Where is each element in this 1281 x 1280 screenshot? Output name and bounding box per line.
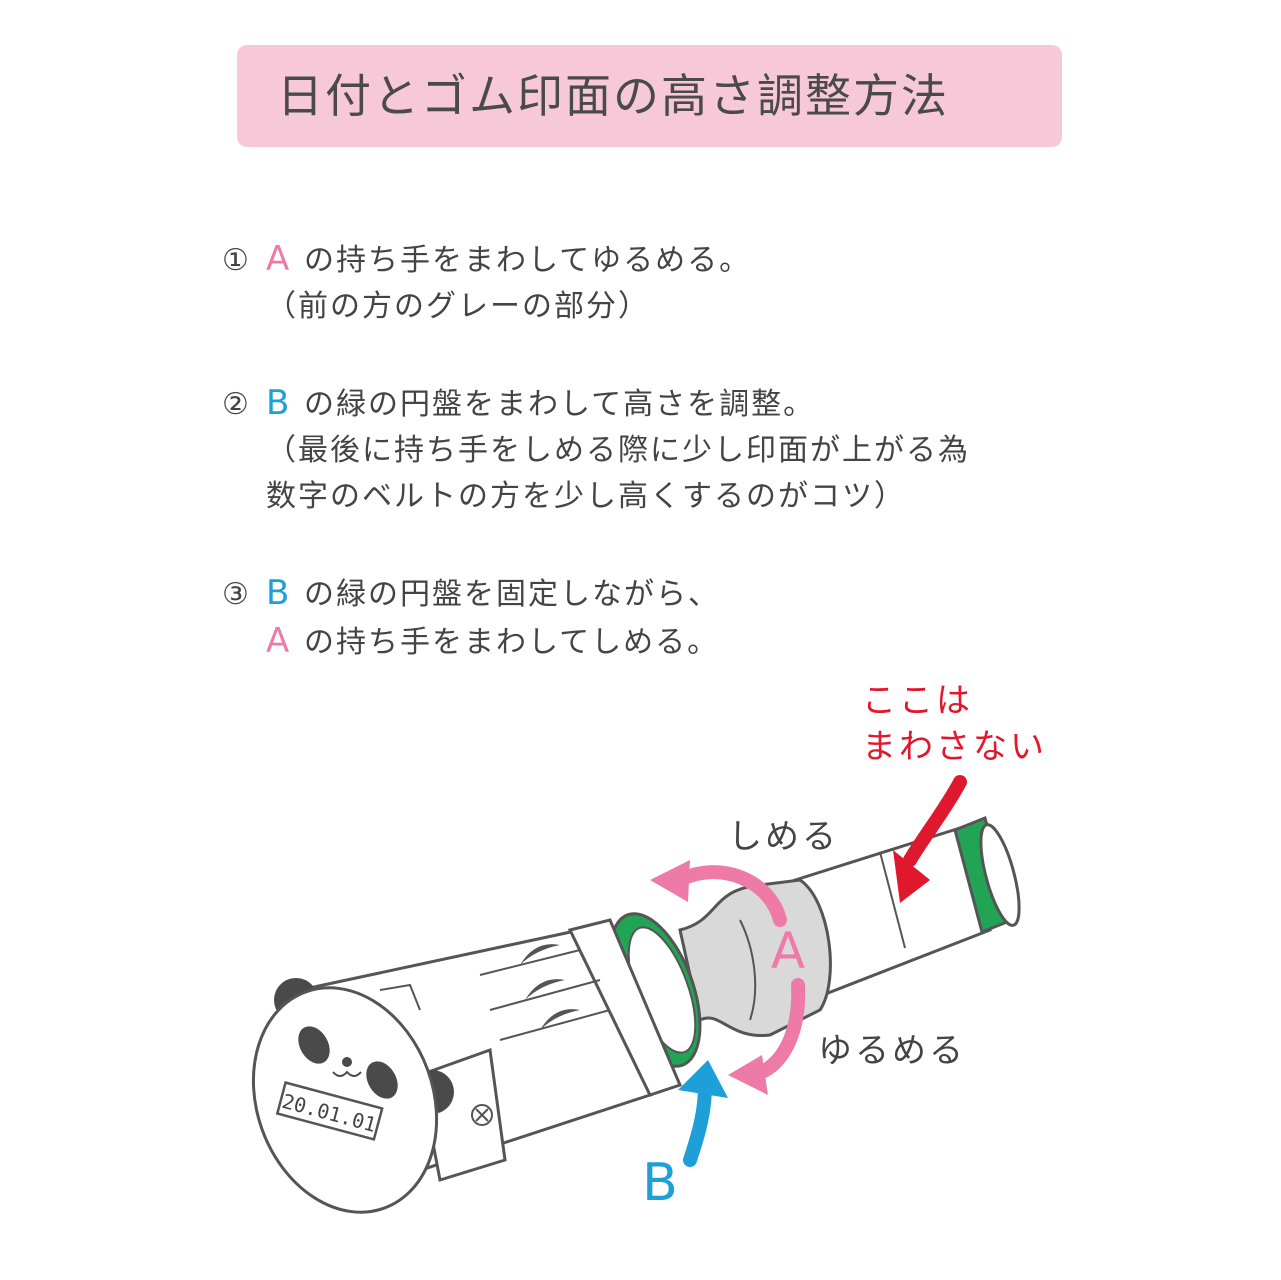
gray-grip <box>678 878 832 1038</box>
red-arrow-icon <box>893 775 967 903</box>
label-a: A <box>771 922 805 980</box>
step-text: の持ち手をまわしてゆるめる。 <box>304 243 752 278</box>
loosen-label: ゆるめる <box>818 1031 966 1071</box>
step-letter-b: B <box>266 383 292 423</box>
title-banner: 日付とゴム印面の高さ調整方法 <box>237 45 1062 147</box>
panda-face: 20.01.01 <box>251 978 454 1214</box>
step-number: ① <box>222 243 251 278</box>
step-text: の緑の円盤をまわして高さを調整。 <box>304 387 816 422</box>
step-note: （最後に持ち手をしめる際に少し印面が上がる為 <box>266 433 970 468</box>
tighten-label: しめる <box>728 817 839 857</box>
note-line-2: まわさない <box>862 727 1047 767</box>
step-number: ③ <box>222 577 251 612</box>
step-note-text: の持ち手をまわしてしめる。 <box>304 625 720 660</box>
loosen-arrow-icon <box>728 978 806 1095</box>
step-note: 数字のベルトの方を少し高くするのがコツ） <box>266 479 906 514</box>
blue-arrow-icon <box>678 1060 728 1167</box>
tighten-arrow-icon <box>650 860 787 927</box>
page-title: 日付とゴム印面の高さ調整方法 <box>277 69 949 123</box>
note-line-1: ここは <box>862 681 973 721</box>
rear-green-band <box>953 815 1021 935</box>
step-letter-b: B <box>266 573 292 613</box>
step-number: ② <box>222 387 251 422</box>
step-note: A の持ち手をまわしてしめる。 <box>222 618 720 666</box>
date-window <box>275 1081 384 1141</box>
label-b: B <box>642 1153 678 1213</box>
step-text: の緑の円盤を固定しながら、 <box>304 577 720 612</box>
step-letter-a: A <box>266 621 292 661</box>
step-letter-a: A <box>266 239 292 279</box>
step-note: （前の方のグレーの部分） <box>266 289 650 324</box>
